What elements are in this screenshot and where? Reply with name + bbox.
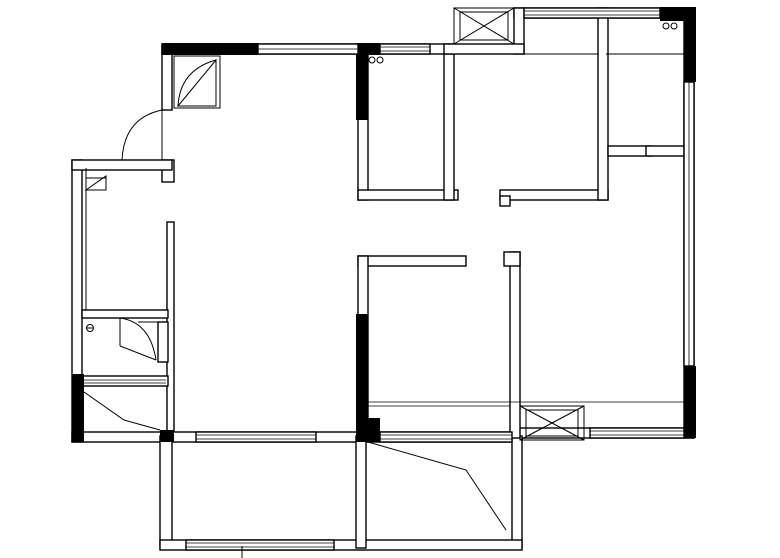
fixtures <box>86 22 678 332</box>
window-center-bottom-inner <box>368 401 684 407</box>
column-bath-left <box>356 54 368 120</box>
window-bottom-left <box>195 431 317 443</box>
wall-bath-top-right <box>443 43 525 55</box>
wall-balcony-bottom <box>159 539 523 551</box>
misc-lines <box>85 53 684 558</box>
wall-bath-bottom <box>357 189 459 201</box>
window-bottom-middle <box>379 431 513 443</box>
door-entry-arc <box>121 109 163 161</box>
window-balcony-bottom <box>185 539 335 551</box>
wall-left-bath-right <box>157 321 169 363</box>
column-top-right <box>660 7 696 21</box>
shaft-top <box>453 7 515 45</box>
door-top-left-closet <box>173 55 221 109</box>
window-right-wall <box>683 81 695 367</box>
column-balcony-corner <box>160 430 174 442</box>
window-top-bath <box>379 43 431 55</box>
wall-bath-right <box>443 53 455 201</box>
column-top-middle <box>356 43 380 55</box>
column-center-base <box>356 418 380 442</box>
drain-icon <box>662 22 678 30</box>
wall-balcony-left <box>159 435 173 549</box>
shafts <box>453 7 585 441</box>
doors <box>83 55 507 531</box>
door-left-bath <box>119 317 158 361</box>
wall-center-top <box>357 255 467 267</box>
wall-right-partition <box>509 251 521 439</box>
drain-icon <box>368 56 384 64</box>
door-left-bottom <box>83 391 161 431</box>
wall-left-closet-bottom <box>81 309 169 319</box>
column-right-lower <box>684 366 696 438</box>
wall-bedroom-divider <box>597 7 609 201</box>
drain-icon <box>86 324 94 332</box>
column-left-lower <box>72 374 84 442</box>
wall-left-bath-top <box>81 375 169 387</box>
wall-right-partition-cap <box>503 251 521 267</box>
window-top-right <box>523 7 661 19</box>
wall-balcony-right <box>511 435 523 549</box>
wall-small-stub <box>499 195 511 207</box>
wall-left-top-connector <box>71 159 173 171</box>
window-right-bottom <box>589 427 685 439</box>
column-top-left <box>162 43 258 55</box>
wall-balcony-divider <box>355 435 367 549</box>
window-left-lower <box>84 379 166 384</box>
door-balcony-sliding <box>367 441 507 531</box>
wall-closet-step <box>645 145 685 157</box>
shaft-bottom <box>519 405 585 441</box>
wall-bedroom-bottom <box>499 189 609 201</box>
window-top-left <box>257 43 359 55</box>
door-left-small <box>84 175 107 191</box>
column-right-upper <box>684 20 696 82</box>
column-center-lower <box>356 314 368 426</box>
windows <box>84 7 695 551</box>
columns <box>72 7 696 442</box>
